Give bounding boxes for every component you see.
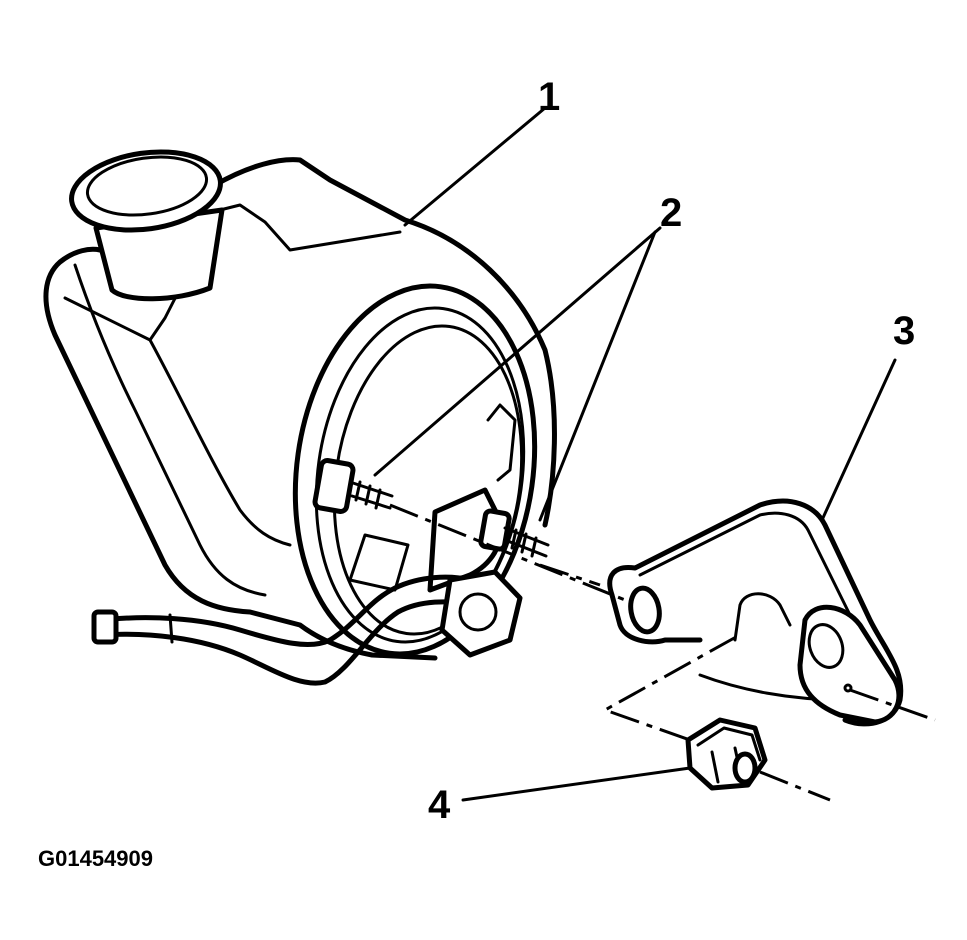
reservoir-rib [486,403,517,482]
centerline-bracket-ear [849,688,936,722]
stud-lower-hex [478,508,512,552]
callout-2: 2 [660,191,682,235]
leader-1 [403,106,547,227]
callout-3: 3 [893,309,915,353]
bracket-inner-edge [638,511,852,617]
reservoir-front-flange [292,283,538,657]
stud-upper [312,458,394,514]
nut [685,717,768,791]
hose-upper-edge [97,574,473,648]
hose-lower-edge [97,599,473,686]
centerline-nut-axis [759,770,831,802]
hose-end-fitting [91,609,119,645]
centerline-upper-stud [389,503,626,602]
leader-2b [538,230,657,522]
alignment-lines [389,503,936,802]
callout-4: 4 [428,783,451,827]
nut-bore [732,751,758,785]
reservoir-outlet-slot [348,533,410,592]
pump-hex-nut-hole [458,592,498,632]
leader-3 [820,358,897,522]
callout-1: 1 [538,75,560,119]
pump-hex-nut-body [439,569,523,658]
bracket-mount-hole [628,585,662,635]
hose-ring [168,613,174,644]
bracket-ear [797,604,902,725]
centerline-nut-path [601,635,737,742]
leader-lines [373,106,897,802]
stud-upper-hex [312,458,356,514]
reservoir-seam [73,263,267,597]
bracket [607,498,904,727]
return-hose [91,574,473,686]
bracket-ear-dimple [843,683,853,693]
reservoir-cap-inner [85,155,209,217]
reservoir-inner-contour [63,203,402,547]
pump-hex-nut [439,569,523,658]
bracket-ear-hole [807,623,845,669]
leader-2a [373,226,662,477]
centerline-lower-stud [539,563,601,587]
figure-id: G01454909 [38,846,153,871]
stud-upper-thread [348,480,394,510]
leader-4 [461,766,692,802]
reservoir [43,149,557,661]
stud-lower-thread [503,526,550,558]
